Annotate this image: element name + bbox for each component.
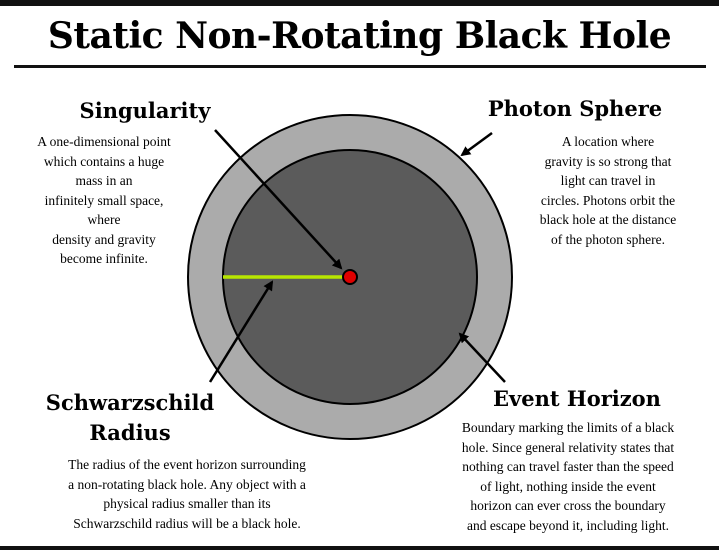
schwarzschild-desc-line: physical radius smaller than its (103, 496, 271, 511)
singularity-point (342, 269, 358, 285)
schwarzschild-radius-heading: Schwarzschild Radius (25, 388, 235, 448)
singularity-desc-line: where (87, 212, 121, 227)
singularity-desc-line: which contains a huge (43, 153, 165, 169)
photon-sphere-desc-line: black hole at the distance (539, 212, 677, 227)
photon-sphere-desc-line: circles. Photons orbit the (540, 192, 676, 208)
photon-sphere-desc-line: of the photon sphere. (551, 231, 665, 247)
event-horizon-desc-line: nothing can travel faster than the speed (462, 459, 674, 474)
title-underline (14, 65, 706, 68)
page-title: Static Non-Rotating Black Hole (47, 15, 672, 57)
schwarzschild-heading-line: Schwarzschild (45, 390, 215, 415)
singularity-desc-line: become infinite. (60, 251, 148, 266)
singularity-arrow (214, 129, 343, 270)
event-horizon-heading: Event Horizon (493, 386, 661, 411)
schwarzschild-radius-description: The radius of the event horizon surround… (6, 455, 368, 533)
bottom-border (0, 546, 719, 550)
schwarzschild-desc-line: Schwarzschild radius will be a black hol… (73, 515, 301, 531)
photon-sphere-heading: Photon Sphere (487, 96, 663, 121)
photon-sphere-desc-line: gravity is so strong that (544, 153, 672, 169)
photon-sphere-desc-line: A location where (561, 134, 655, 149)
photon-sphere-arrow (460, 131, 493, 157)
event-horizon-desc-line: horizon can ever cross the boundary (470, 498, 666, 513)
schwarzschild-desc-line: The radius of the event horizon surround… (68, 457, 306, 472)
event-horizon-arrow (458, 332, 506, 383)
singularity-desc-line: A one-dimensional point (37, 134, 171, 149)
singularity-description: A one-dimensional point which contains a… (6, 132, 202, 269)
event-horizon-desc-line: hole. Since general relativity states th… (461, 439, 675, 455)
photon-sphere-description: A location where gravity is so strong th… (505, 132, 711, 249)
singularity-desc-line: mass in an (75, 173, 133, 188)
schwarzschild-desc-line: a non-rotating black hole. Any object wi… (68, 476, 306, 492)
event-horizon-description: Boundary marking the limits of a black h… (418, 418, 718, 535)
top-border (0, 0, 719, 6)
photon-sphere-desc-line: light can travel in (560, 173, 656, 188)
singularity-heading: Singularity (79, 98, 211, 123)
singularity-desc-line: infinitely small space, (44, 192, 164, 208)
event-horizon-desc-line: Boundary marking the limits of a black (461, 420, 675, 435)
schwarzschild-radius-arrow (208, 280, 274, 383)
event-horizon-desc-line: and escape beyond it, including light. (466, 517, 670, 533)
schwarzschild-heading-line: Radius (89, 420, 171, 445)
event-horizon-desc-line: of light, nothing inside the event (480, 478, 656, 494)
singularity-desc-line: density and gravity (52, 231, 156, 247)
